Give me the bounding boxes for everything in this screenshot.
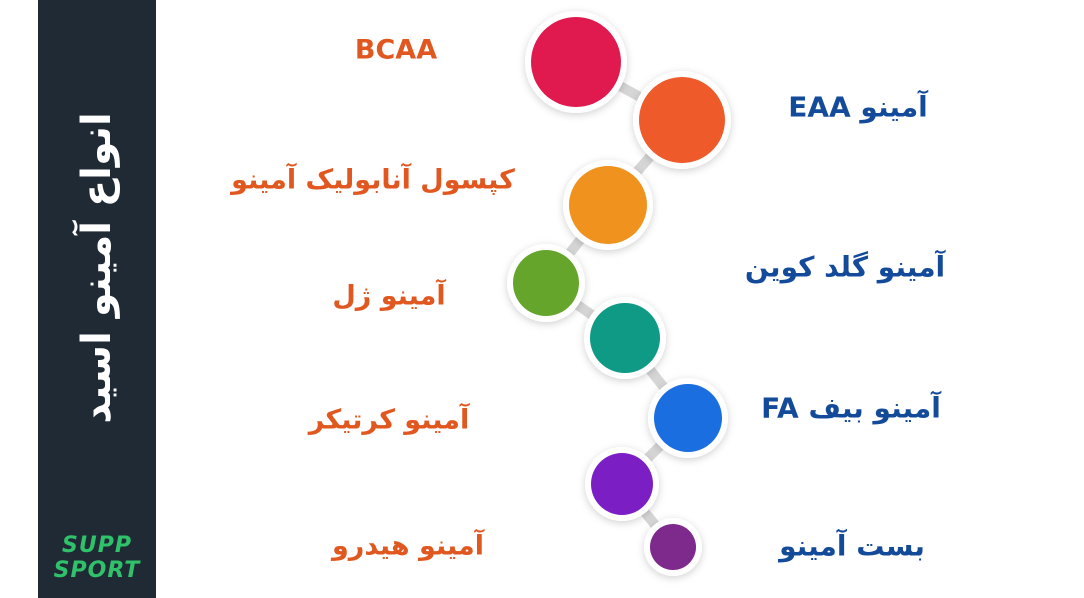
node-1 bbox=[525, 11, 627, 113]
label-anabolic-capsule: کپسول آنابولیک آمینو bbox=[231, 164, 515, 196]
node-6 bbox=[648, 378, 728, 458]
node-dot-8 bbox=[650, 524, 696, 570]
node-5 bbox=[584, 297, 666, 379]
node-dot-4 bbox=[513, 250, 579, 316]
logo-line-1: SUPP bbox=[62, 533, 132, 558]
node-dot-1 bbox=[531, 17, 621, 107]
node-3 bbox=[563, 160, 653, 250]
label-amino-gel: آمینو ژل bbox=[332, 280, 446, 312]
label-amino-eaa: آمینو EAA bbox=[788, 90, 928, 124]
label-amino-hydro: آمینو هیدرو bbox=[331, 530, 485, 562]
brand-logo: SUPP SPORT bbox=[46, 533, 148, 589]
sidebar bbox=[38, 0, 156, 598]
label-amino-beef-fa: آمینو بیف FA bbox=[761, 391, 941, 425]
node-dot-7 bbox=[591, 453, 653, 515]
node-dot-2 bbox=[639, 77, 725, 163]
label-bcaa: BCAA bbox=[354, 34, 438, 66]
label-gold-coin: آمینو گلد کوین bbox=[744, 250, 946, 284]
node-dot-5 bbox=[590, 303, 660, 373]
node-4 bbox=[507, 244, 585, 322]
node-dot-6 bbox=[654, 384, 722, 452]
node-dot-3 bbox=[569, 166, 647, 244]
node-8 bbox=[644, 518, 702, 576]
label-amino-cretica: آمینو کرتیکر bbox=[308, 404, 470, 436]
node-group bbox=[507, 11, 731, 576]
logo-line-2: SPORT bbox=[53, 558, 141, 583]
node-7 bbox=[585, 447, 659, 521]
node-2 bbox=[633, 71, 731, 169]
label-best-amino: بست آمینو bbox=[779, 529, 925, 563]
